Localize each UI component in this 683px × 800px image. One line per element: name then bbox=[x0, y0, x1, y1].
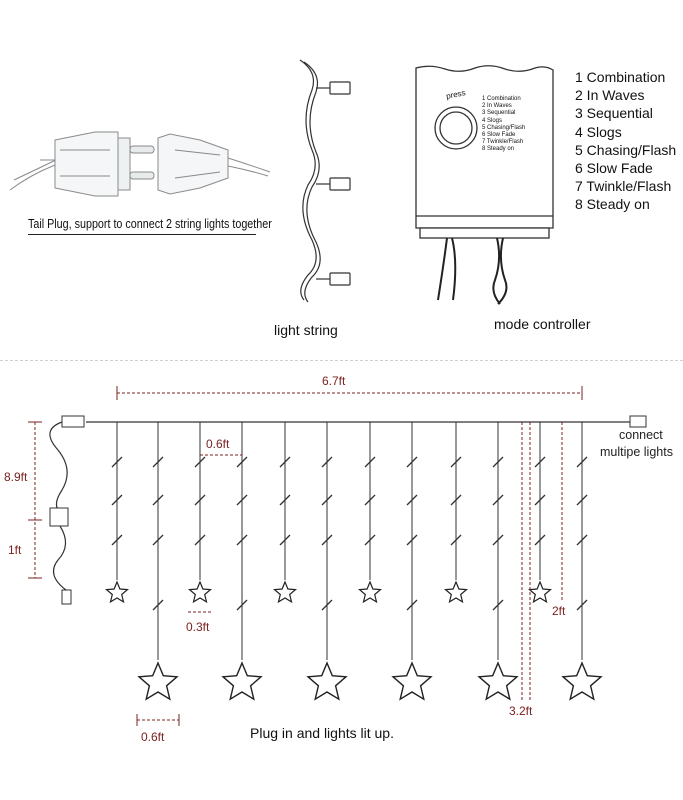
connect-label-line1: connect bbox=[619, 428, 663, 442]
bulb-9-1 bbox=[450, 456, 462, 468]
left-connector bbox=[61, 415, 85, 428]
bulb-5-3 bbox=[279, 534, 291, 546]
bulb-1-1 bbox=[111, 456, 123, 468]
bulb-3-2 bbox=[194, 494, 206, 506]
bulb-10-4 bbox=[492, 599, 504, 611]
bulb-6-1 bbox=[321, 456, 333, 468]
connect-label-line2: multipe lights bbox=[600, 445, 673, 459]
mode-item-2: 2 In Waves bbox=[575, 87, 645, 104]
bulb-4-2 bbox=[236, 494, 248, 506]
controller-mode-2: 2 In Waves bbox=[482, 103, 512, 110]
big-star-6 bbox=[306, 661, 348, 701]
controller-caption: mode controller bbox=[494, 316, 591, 332]
bulb-8-2 bbox=[406, 494, 418, 506]
mode-item-1: 1 Combination bbox=[575, 69, 666, 85]
bulb-11-2 bbox=[534, 494, 546, 506]
small-star-7 bbox=[357, 580, 383, 604]
bulb-2-1 bbox=[152, 456, 164, 468]
big-star-4 bbox=[221, 661, 263, 701]
bulb-4-4 bbox=[236, 599, 248, 611]
bulb-2-3 bbox=[152, 534, 164, 546]
controller-mode-4: 4 Slogs bbox=[482, 117, 503, 124]
plug-caption: Tail Plug, support to connect 2 string l… bbox=[28, 217, 272, 231]
bulb-6-3 bbox=[321, 534, 333, 546]
controller-mode-8: 8 Steady on bbox=[482, 146, 515, 153]
bulb-1-3 bbox=[111, 534, 123, 546]
controller-box bbox=[49, 507, 69, 527]
bulb-7-3 bbox=[364, 534, 376, 546]
bulb-1-2 bbox=[111, 494, 123, 506]
bulb-7-2 bbox=[364, 494, 376, 506]
small-star-9 bbox=[443, 580, 469, 604]
bulb-12-1 bbox=[576, 456, 588, 468]
width-label: 6.7ft bbox=[322, 374, 346, 388]
bulb-10-3 bbox=[492, 534, 504, 546]
bulb-4-1 bbox=[236, 456, 248, 468]
bulb-2-4 bbox=[152, 599, 164, 611]
small-star-label: 0.3ft bbox=[186, 620, 210, 634]
footer-caption: Plug in and lights lit up. bbox=[250, 725, 394, 741]
controller-mode-6: 6 Slow Fade bbox=[482, 132, 516, 139]
right-connector bbox=[629, 415, 647, 428]
small-star-11 bbox=[527, 580, 553, 604]
bulb-8-3 bbox=[406, 534, 418, 546]
bulb-5-1 bbox=[279, 456, 291, 468]
power-cord-lower bbox=[52, 525, 67, 591]
controller-mode-1: 1 Combination bbox=[482, 96, 521, 102]
bulb-6-2 bbox=[321, 494, 333, 506]
bulb-5-2 bbox=[279, 494, 291, 506]
mode-item-7: 7 Twinkle/Flash bbox=[575, 178, 672, 195]
mode-list: 1 Combination 2 In Waves 3 Sequential 4 … bbox=[575, 68, 676, 214]
mode-item-5: 5 Chasing/Flash bbox=[575, 141, 677, 158]
section-divider bbox=[0, 360, 683, 361]
bulb-9-3 bbox=[450, 534, 462, 546]
bulb-12-4 bbox=[576, 599, 588, 611]
controller-mode-7: 7 Twinkle/Flash bbox=[482, 139, 524, 146]
bulb-4-3 bbox=[236, 534, 248, 546]
bulb-8-4 bbox=[406, 599, 418, 611]
controller-mode-5: 5 Chasing/Flash bbox=[482, 124, 526, 131]
bulb-2-2 bbox=[152, 494, 164, 506]
small-star-3 bbox=[187, 580, 213, 604]
bulb-12-2 bbox=[576, 494, 588, 506]
bulb-11-3 bbox=[534, 534, 546, 546]
big-star-10 bbox=[477, 661, 519, 701]
plug-caption-underline bbox=[28, 234, 256, 235]
bulb-7-1 bbox=[364, 456, 376, 468]
small-star-1 bbox=[104, 580, 130, 604]
bulb-3-1 bbox=[194, 456, 206, 468]
mode-item-3: 3 Sequential bbox=[575, 105, 653, 122]
power-plug bbox=[61, 589, 72, 605]
light-string-caption: light string bbox=[274, 322, 338, 338]
cord-length-label: 1ft bbox=[8, 543, 22, 557]
bulb-9-2 bbox=[450, 494, 462, 506]
big-star-12 bbox=[561, 661, 603, 701]
power-cord bbox=[49, 421, 68, 513]
bulb-12-3 bbox=[576, 534, 588, 546]
bulb-11-1 bbox=[534, 456, 546, 468]
controller-modes-small: 1 Combination 2 In Waves 3 Sequential 4 … bbox=[482, 96, 525, 154]
height-total-label: 8.9ft bbox=[4, 470, 28, 484]
long-drop-label: 3.2ft bbox=[509, 704, 533, 718]
bulb-6-4 bbox=[321, 599, 333, 611]
controller-mode-3: 3 Sequential bbox=[482, 110, 516, 117]
short-drop-label: 2ft bbox=[552, 604, 566, 618]
mode-item-4: 4 Slogs bbox=[575, 123, 622, 140]
bulb-8-1 bbox=[406, 456, 418, 468]
big-star-label: 0.6ft bbox=[141, 730, 165, 744]
big-star-8 bbox=[391, 661, 433, 701]
bulb-10-2 bbox=[492, 494, 504, 506]
big-star-2 bbox=[137, 661, 179, 701]
mode-item-6: 6 Slow Fade bbox=[575, 160, 653, 177]
bulb-3-3 bbox=[194, 534, 206, 546]
small-star-5 bbox=[272, 580, 298, 604]
strand-spacing-label: 0.6ft bbox=[206, 437, 230, 451]
bulb-10-1 bbox=[492, 456, 504, 468]
mode-item-8: 8 Steady on bbox=[575, 196, 650, 213]
